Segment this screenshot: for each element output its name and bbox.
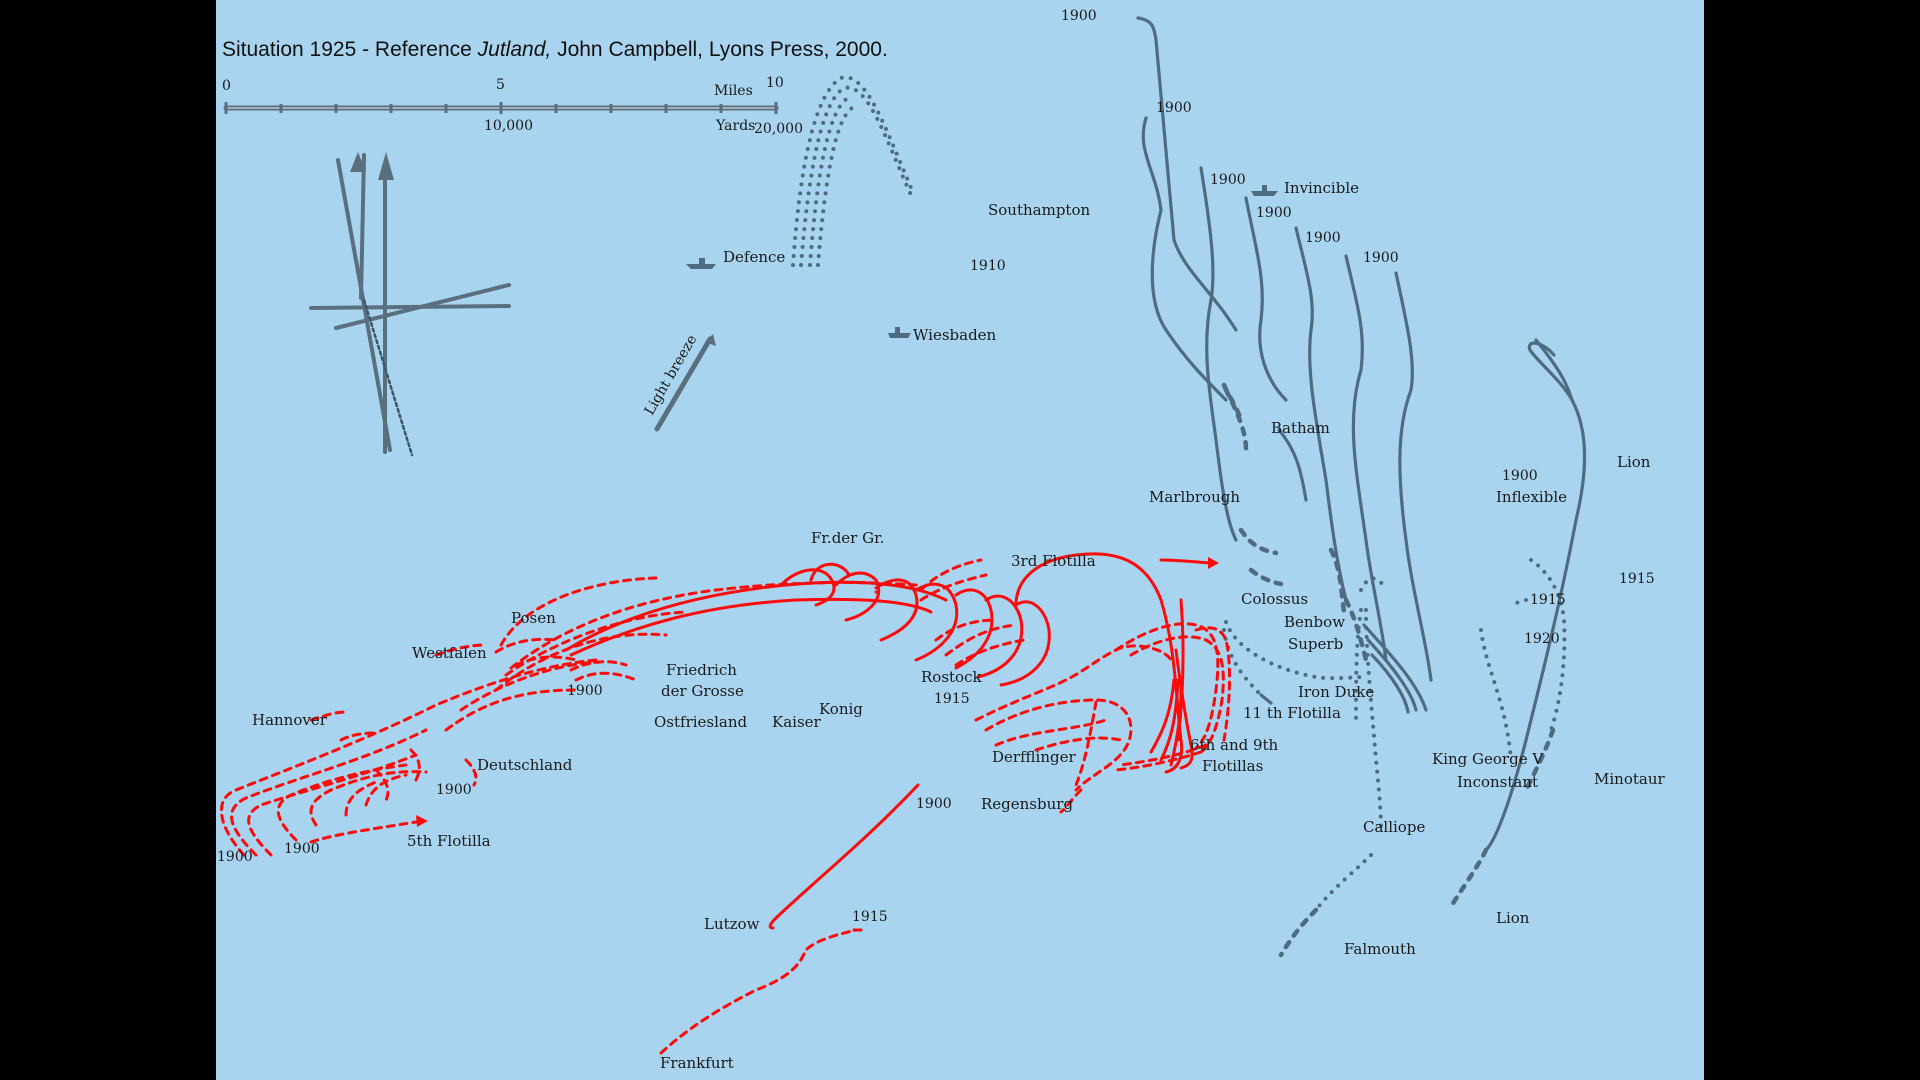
time-1900-g2: 1900 [436, 782, 472, 798]
scale-yards-label: Yards [715, 118, 755, 134]
label-westfalen: Westfalen [412, 644, 487, 662]
label-deutschland: Deutschland [477, 756, 573, 774]
battle-map: 0 5 10 Miles 10,000 Yards 20,000 Light b… [217, 8, 1665, 1072]
time-1900-g1: 1900 [567, 683, 603, 699]
label-regensburg: Regensburg [981, 795, 1073, 813]
label-inconstant: Inconstant [1457, 773, 1538, 791]
label-inflexible: Inflexible [1496, 488, 1567, 506]
label-wiesbaden: Wiesbaden [913, 326, 997, 344]
label-minotaur: Minotaur [1594, 770, 1665, 788]
label-king-george: King George V [1432, 750, 1544, 768]
time-1910: 1910 [970, 258, 1006, 274]
label-3rd-flotilla: 3rd Flotilla [1011, 552, 1096, 570]
time-1915-right-b: 1915 [1530, 592, 1566, 608]
label-rostock: Rostock [921, 668, 982, 686]
time-1915-right-a: 1915 [1619, 571, 1655, 587]
label-posen: Posen [511, 609, 556, 627]
time-1900-g3: 1900 [284, 841, 320, 857]
time-1915-rostock: 1915 [934, 691, 970, 707]
label-southampton: Southampton [988, 201, 1090, 219]
time-labels: 1900 1900 1900 1900 1900 1900 1900 1910 … [217, 8, 1655, 925]
time-1900-b: 1900 [1210, 172, 1246, 188]
ship-wiesbaden-icon [888, 327, 911, 338]
label-fr-der-gr: Fr.der Gr. [811, 529, 884, 547]
scale-miles-label: Miles [714, 83, 753, 99]
scale-tick-5: 5 [496, 77, 505, 93]
time-1900-e: 1900 [1363, 250, 1399, 266]
time-1900-a: 1900 [1156, 100, 1192, 116]
ship-invincible-icon [1251, 185, 1278, 196]
german-labels: Fr.der Gr. 3rd Flotilla Posen Westfalen … [252, 529, 1279, 1072]
label-6th-9th-1: 6th and 9th [1190, 736, 1279, 754]
label-invincible: Invincible [1284, 179, 1359, 197]
time-1915-lutzow: 1915 [852, 909, 888, 925]
label-6th-9th-2: Flotillas [1202, 757, 1263, 775]
scale-bar: 0 5 10 Miles 10,000 Yards 20,000 [222, 75, 803, 137]
scale-yards-10000: 10,000 [484, 118, 533, 134]
time-1900-d: 1900 [1305, 230, 1341, 246]
label-friedrich-2: der Grosse [661, 682, 744, 700]
label-iron-duke: Iron Duke [1298, 683, 1374, 701]
label-marlbrough: Marlbrough [1149, 488, 1240, 506]
label-batham: Batham [1271, 419, 1330, 437]
british-labels: Southampton Defence Wiesbaden Invincible… [723, 179, 1665, 958]
label-benbow: Benbow [1284, 613, 1345, 631]
compass-rose-icon [309, 152, 511, 457]
label-5th-flotilla: 5th Flotilla [407, 832, 491, 850]
map-title: Situation 1925 - Reference Jutland, John… [222, 38, 888, 61]
label-calliope: Calliope [1363, 818, 1425, 836]
label-lutzow: Lutzow [704, 915, 760, 933]
label-lion-bottom: Lion [1496, 909, 1530, 927]
time-1900-inflexible: 1900 [1502, 468, 1538, 484]
label-friedrich-1: Friedrich [666, 661, 737, 679]
map-slide: Situation 1925 - Reference Jutland, John… [216, 0, 1704, 1080]
label-defence: Defence [723, 248, 785, 266]
label-11th-flotilla: 11 th Flotilla [1243, 704, 1341, 722]
label-derfflinger: Derfflinger [992, 748, 1076, 766]
scale-yards-20000: 20,000 [754, 121, 803, 137]
label-falmouth: Falmouth [1344, 940, 1416, 958]
label-kaiser: Kaiser [772, 713, 822, 731]
wind-arrow-icon [654, 334, 716, 432]
scale-tick-10: 10 [766, 75, 784, 91]
time-1900-g4: 1900 [217, 849, 253, 865]
ship-defence-icon [686, 258, 716, 269]
scale-tick-0: 0 [222, 78, 231, 94]
label-lion-top: Lion [1617, 453, 1651, 471]
time-1900-top: 1900 [1061, 8, 1097, 24]
german-tracks [219, 552, 1232, 1055]
time-1900-c: 1900 [1256, 205, 1292, 221]
label-superb: Superb [1288, 635, 1343, 653]
label-ostfriesland: Ostfriesland [654, 713, 748, 731]
time-1900-g5: 1900 [916, 796, 952, 812]
label-konig: Konig [819, 700, 863, 718]
label-hannover: Hannover [252, 711, 328, 729]
british-tracks [791, 16, 1587, 958]
label-frankfurt: Frankfurt [660, 1054, 734, 1072]
time-1920: 1920 [1524, 631, 1560, 647]
label-colossus: Colossus [1241, 590, 1308, 608]
